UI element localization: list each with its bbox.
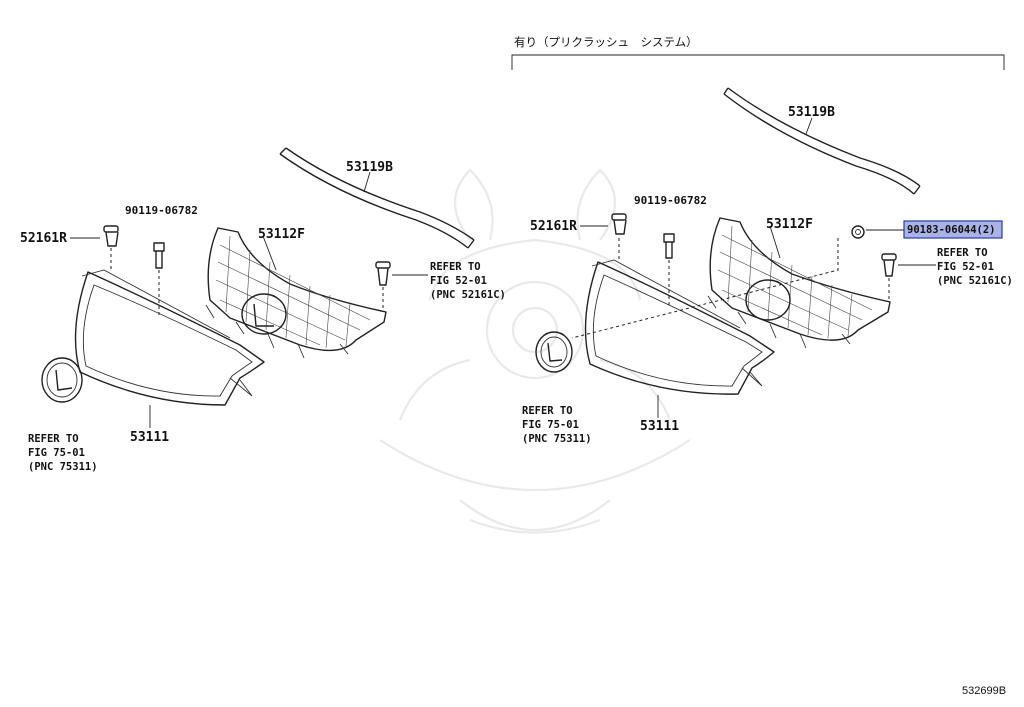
label-bumper-cover: 53111 [130, 430, 169, 445]
molding-part-right[interactable] [723, 87, 921, 195]
bumper-cover-part-right[interactable] [584, 259, 775, 395]
emblem-part[interactable] [41, 357, 83, 403]
ref-clip-right-line3: (PNC 52161C) [937, 275, 1013, 287]
bumper-cover-part[interactable] [74, 269, 265, 406]
label-grille-right: 53112F [766, 217, 813, 232]
bolt-clip-part-right[interactable] [611, 213, 627, 235]
label-bolt-clip-right: 52161R [530, 219, 577, 234]
highlighted-part-box[interactable] [903, 220, 1003, 239]
ref-clip-right-line1: REFER TO [937, 247, 988, 259]
ref-clip-line1: REFER TO [430, 261, 481, 273]
condition-bracket: 有り（プリクラッシュ システム） [511, 35, 1005, 70]
label-molding: 53119B [346, 160, 393, 175]
label-screw: 90119-06782 [125, 204, 198, 217]
label-grille: 53112F [258, 227, 305, 242]
ref-emblem-line3: (PNC 75311) [28, 461, 98, 473]
figure-number: 532699B [962, 685, 1006, 697]
grille-part[interactable] [205, 227, 387, 359]
ref-clip-part-right[interactable] [881, 253, 897, 277]
nut-part-right[interactable] [851, 225, 865, 239]
ref-emblem-right-line2: FIG 75-01 [522, 419, 579, 431]
ref-emblem-line2: FIG 75-01 [28, 447, 85, 459]
screw-part[interactable] [153, 242, 165, 269]
screw-part-right[interactable] [663, 233, 675, 259]
molding-part[interactable] [279, 147, 475, 249]
label-molding-right: 53119B [788, 105, 835, 120]
ref-clip-line2: FIG 52-01 [430, 275, 487, 287]
right-group: 52161R 90119-06782 53112F 53119B 53111 9… [522, 87, 1013, 445]
ref-emblem-right-line1: REFER TO [522, 405, 573, 417]
ref-emblem-right-line3: (PNC 75311) [522, 433, 592, 445]
ref-clip-line3: (PNC 52161C) [430, 289, 506, 301]
condition-note: 有り（プリクラッシュ システム） [514, 35, 698, 49]
bolt-clip-part[interactable] [103, 225, 119, 247]
ref-clip-right-line2: FIG 52-01 [937, 261, 994, 273]
grille-part-right[interactable] [707, 217, 891, 349]
ref-emblem-line1: REFER TO [28, 433, 79, 445]
watermark-emblem [379, 168, 691, 534]
label-bumper-cover-right: 53111 [640, 419, 679, 434]
label-screw-right: 90119-06782 [634, 194, 707, 207]
label-highlighted-part: 90183-06044(2) [907, 224, 996, 236]
label-bolt-clip: 52161R [20, 231, 67, 246]
emblem-part-right[interactable] [535, 331, 573, 373]
left-group: 52161R 90119-06782 53112F 53119B 53111 R… [20, 147, 506, 473]
ref-clip-part[interactable] [375, 261, 391, 286]
